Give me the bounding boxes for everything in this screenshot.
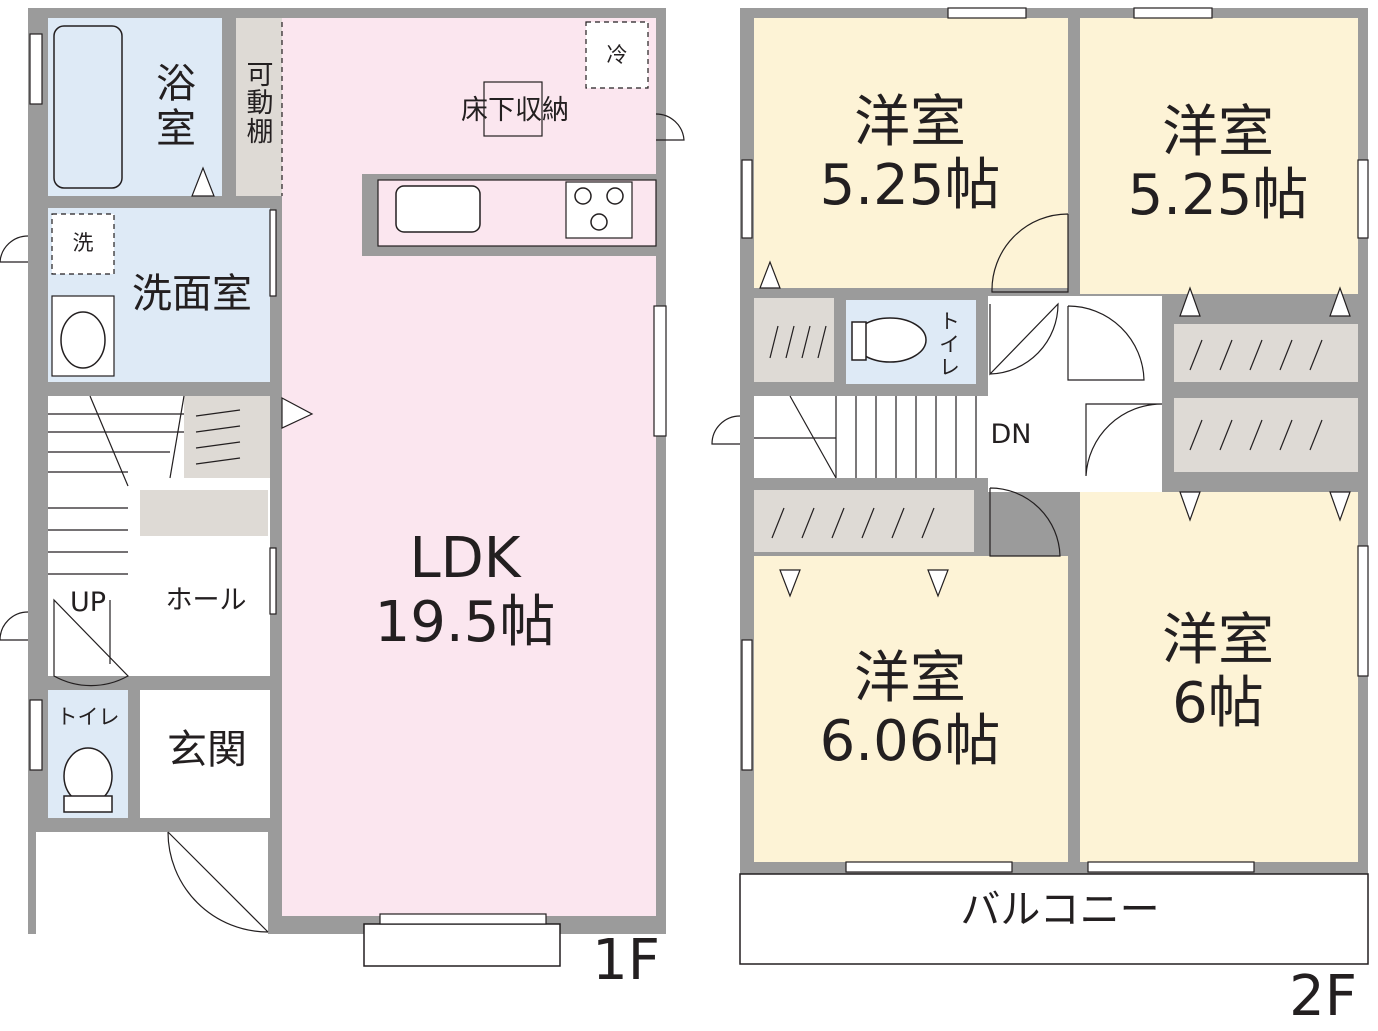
room-ne xyxy=(1080,18,1358,294)
hall-shelf xyxy=(140,490,268,536)
stair-flight-1f xyxy=(48,486,128,676)
toilet-icon-1f xyxy=(63,747,113,813)
room-se xyxy=(1080,492,1358,862)
underfloor-storage-icon xyxy=(483,81,543,137)
shelf-room xyxy=(236,18,282,196)
closet-sw xyxy=(754,490,974,552)
bath-label: 浴 室 xyxy=(156,61,196,152)
kitchen-counter xyxy=(362,174,658,256)
toilet-label-1f: トイレ xyxy=(56,705,120,729)
closet-door-markers xyxy=(759,260,1351,598)
floor-1 xyxy=(0,8,685,967)
room-sw-label: 洋室 6.06帖 xyxy=(819,646,1001,774)
room-ne-label: 洋室 5.25帖 xyxy=(1127,100,1309,228)
washroom-label: 洗面室 xyxy=(132,271,252,317)
windows-1f xyxy=(29,33,667,925)
room-sw xyxy=(754,556,1068,862)
entrance-room xyxy=(140,690,270,818)
room-nw-label: 洋室 5.25帖 xyxy=(819,90,1001,218)
fridge-label: 冷 xyxy=(606,43,628,67)
stair-storage-1f xyxy=(184,396,270,478)
ldk-size-label: 19.5帖 xyxy=(374,590,556,655)
ldk-label: LDK xyxy=(409,526,521,591)
windows-2f xyxy=(741,7,1369,873)
ldk-room xyxy=(282,18,656,916)
toilet-label-2f: トイレ xyxy=(936,309,961,379)
washer-label: 洗 xyxy=(72,231,94,255)
toilet-icon-2f xyxy=(851,317,927,363)
closet-hatches xyxy=(769,325,1323,539)
up-label: UP xyxy=(69,587,107,618)
balcony-label: バルコニー xyxy=(960,887,1160,933)
underfloor-storage-label: 床下収納 xyxy=(461,95,569,126)
sink-icon xyxy=(395,185,481,233)
floor1-label: 1F xyxy=(592,928,660,993)
bathtub-icon xyxy=(53,25,123,189)
doors-1f xyxy=(0,113,685,933)
hall-label: ホール xyxy=(165,585,247,616)
down-label: DN xyxy=(990,419,1032,450)
closet-ne-upper xyxy=(1174,324,1358,382)
stair-area-2f xyxy=(754,396,1076,478)
fridge-icon xyxy=(585,21,649,89)
closet-ne-lower xyxy=(1174,398,1358,472)
washer-icon xyxy=(51,213,115,275)
doors-2f xyxy=(711,213,1163,557)
stairs-1f xyxy=(48,395,241,664)
floor-2 xyxy=(711,7,1369,965)
closet-nw xyxy=(754,298,834,382)
shelf-label: 可 動 棚 xyxy=(246,60,274,148)
wash-basin-icon xyxy=(51,295,115,377)
bath-door-icon xyxy=(191,166,215,197)
bay-window xyxy=(363,923,561,967)
room-se-label: 洋室 6帖 xyxy=(1162,608,1274,736)
stairs-2f xyxy=(754,395,977,479)
balcony-area xyxy=(752,876,1366,958)
room-nw xyxy=(754,18,1068,288)
porch-area xyxy=(36,832,268,960)
entrance-label: 玄関 xyxy=(167,727,247,773)
floor2-label: 2F xyxy=(1289,964,1357,1029)
